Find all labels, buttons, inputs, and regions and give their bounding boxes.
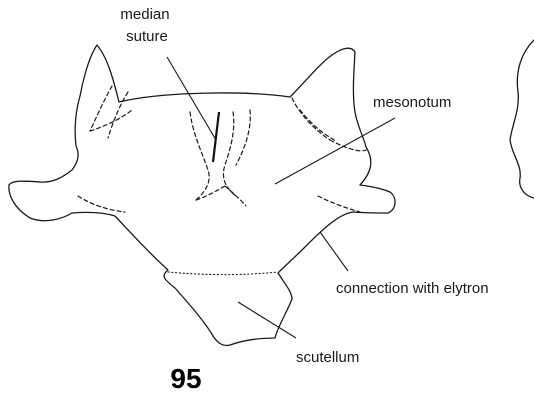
median-suture-label-line1: median: [120, 6, 169, 23]
scutellar-suture: [168, 272, 278, 275]
connection-with-elytron-label: connection with elytron: [336, 280, 489, 297]
figure-number: 95: [170, 363, 201, 394]
adjacent-figure-fragment: [510, 40, 534, 198]
mesonotum-leader: [275, 118, 395, 184]
scutellum-leader: [238, 302, 296, 338]
scutellum-label: scutellum: [296, 349, 359, 366]
connection-leader: [320, 232, 348, 271]
internal-dashed-structures: [78, 86, 366, 212]
mesonotum-label: mesonotum: [373, 94, 451, 111]
mesonotum-outline: [9, 45, 395, 345]
median-suture-label-line2: suture: [126, 28, 168, 45]
median-suture-leader: [167, 57, 216, 140]
